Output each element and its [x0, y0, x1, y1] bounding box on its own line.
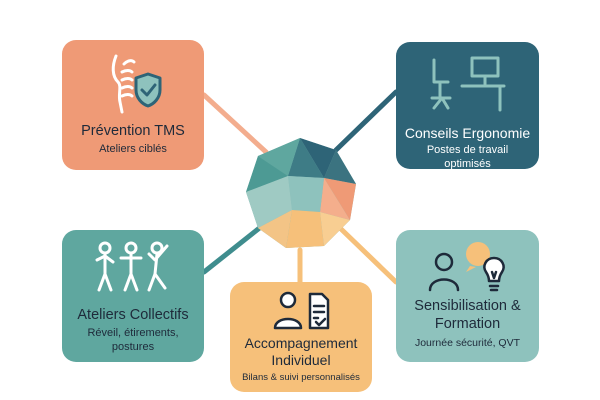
card-conseils-ergonomie: Conseils Ergonomie Postes de travail opt…	[396, 42, 539, 170]
card-subtitle: Postes de travail optimisés	[426, 144, 509, 170]
card-subtitle: Ateliers ciblés	[99, 143, 167, 155]
card-title: Accompagnement Individuel	[244, 335, 358, 368]
card-title: Ateliers Collectifs	[77, 307, 189, 323]
card-subtitle: Bilans & suivi personnalisés	[242, 372, 360, 383]
card-title: Prévention TMS	[81, 123, 185, 139]
polyhedron-hub-icon	[240, 130, 360, 256]
card-title: Sensibilisation & Formation	[414, 298, 521, 332]
card-accompagnement-individuel: Accompagnement Individuel Bilans & suivi…	[230, 282, 372, 392]
person-checklist-icon	[272, 288, 332, 337]
card-sensibilisation-formation: Sensibilisation & Formation Journée sécu…	[396, 230, 539, 362]
card-subtitle: Journée sécurité, QVT	[414, 337, 521, 349]
card-subtitle: Réveil, étirements, postures	[87, 327, 179, 353]
connector-prevention	[201, 92, 269, 155]
connector-conseils	[333, 89, 399, 153]
connector-sensibilisation	[337, 225, 399, 285]
card-prevention-tms: Prévention TMS Ateliers ciblés	[62, 40, 204, 170]
connector-ateliers	[201, 223, 265, 275]
person-lightbulb-icon	[426, 238, 510, 301]
card-ateliers-collectifs: Ateliers Collectifs Réveil, étirements, …	[62, 230, 204, 362]
stretching-people-icon	[93, 240, 175, 305]
workstation-icon	[428, 52, 508, 121]
spine-shield-icon	[102, 50, 168, 121]
card-title: Conseils Ergonomie	[404, 125, 531, 141]
